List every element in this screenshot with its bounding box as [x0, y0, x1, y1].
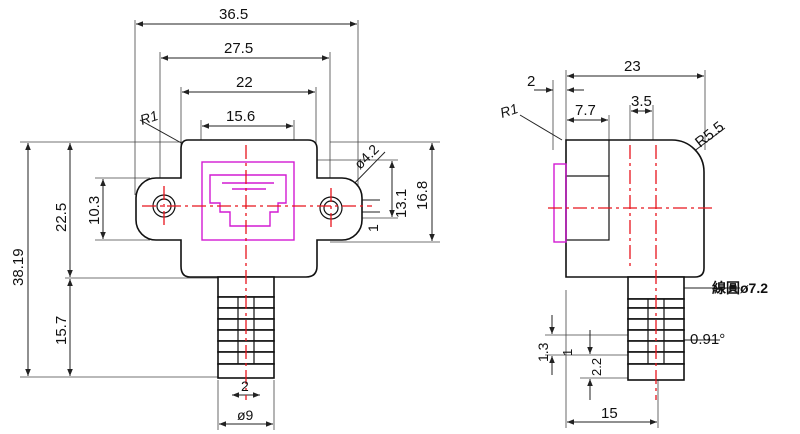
front-dim-15-6: 15.6 [226, 108, 255, 125]
front-extension-lines [20, 20, 440, 430]
side-view: 2 23 R1 7.7 3.5 R5.5 線圓ø7.2 1.3 1 2.2 0.… [498, 58, 768, 428]
front-dim-22-5: 22.5 [53, 203, 70, 232]
side-dim-1: 1 [560, 349, 575, 356]
side-dimension-lines [519, 73, 740, 425]
side-dim-3-5: 3.5 [631, 93, 652, 110]
front-dim-2: 2 [241, 378, 249, 394]
side-radius-r5-5: R5.5 [692, 118, 727, 151]
side-dim-15: 15 [601, 405, 618, 422]
front-dim-1: 1 [365, 224, 381, 232]
side-dim-0-91: 0.91° [690, 331, 725, 348]
side-radius-r1: R1 [498, 100, 520, 121]
side-dim-2-2: 2.2 [589, 358, 604, 376]
front-dim-38-19: 38.19 [10, 248, 27, 286]
front-housing-outline [135, 139, 363, 278]
side-centerlines [548, 145, 712, 400]
side-dim-1-3: 1.3 [535, 342, 551, 362]
side-dim-23: 23 [624, 58, 641, 75]
front-hole-diameter: ø4.2 [351, 141, 382, 172]
rj45-port-outline [201, 161, 295, 241]
front-radius-r1: R1 [138, 107, 160, 128]
front-dim-13-1: 13.1 [393, 189, 410, 218]
front-dim-15-7: 15.7 [53, 316, 70, 345]
side-cable-diameter-label: 線圓ø7.2 [712, 280, 768, 296]
front-dim-22: 22 [236, 74, 253, 91]
front-view: 36.5 27.5 22 15.6 R1 ø4.2 10.3 22.5 38.1… [10, 6, 440, 430]
front-dim-10-3: 10.3 [86, 196, 103, 225]
front-dim-9: ø9 [237, 407, 254, 423]
side-dim-7-7: 7.7 [575, 102, 596, 119]
front-dim-16-8: 16.8 [414, 181, 431, 210]
front-dim-36-5: 36.5 [219, 6, 248, 23]
front-centerlines [142, 145, 372, 400]
side-dim-2: 2 [527, 73, 535, 90]
side-latch-tab [553, 163, 567, 243]
front-dim-27-5: 27.5 [224, 40, 253, 57]
